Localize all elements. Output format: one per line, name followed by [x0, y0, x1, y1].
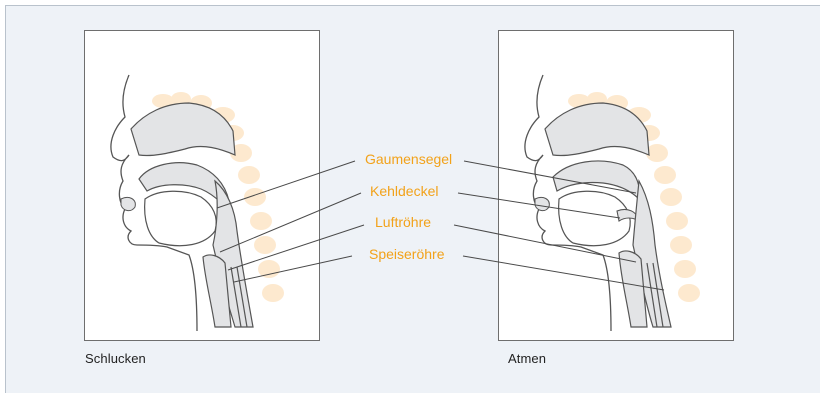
label-esophagus: Speiseröhre [369, 246, 445, 262]
leader-palate-right [464, 161, 636, 193]
label-trachea: Luftröhre [375, 214, 431, 230]
leader-trachea-right [454, 225, 636, 262]
leader-palate-left [217, 161, 355, 208]
leader-esophagus-left [234, 256, 352, 282]
label-epiglottis: Kehldeckel [370, 183, 439, 199]
leader-trachea-left [228, 225, 364, 270]
label-soft-palate: Gaumensegel [365, 151, 452, 167]
leader-epiglottis-left [220, 193, 361, 252]
leader-epiglottis-right [458, 193, 620, 218]
